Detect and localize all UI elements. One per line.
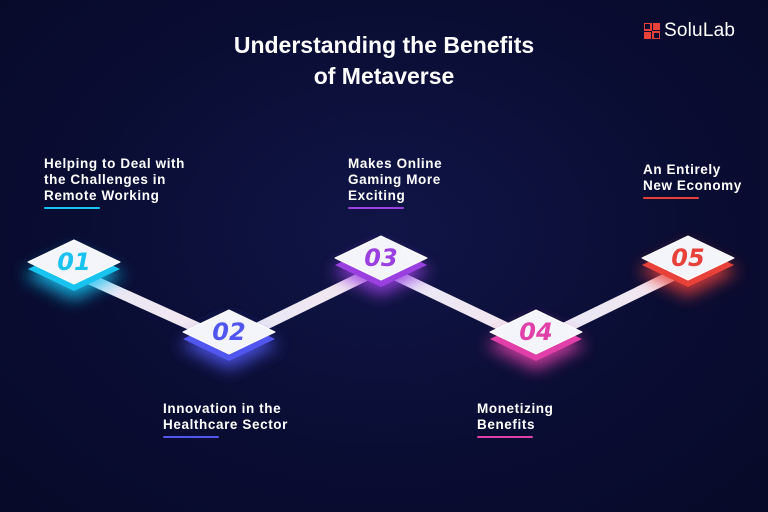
step-tiles: 01 02 03 04 05: [24, 235, 738, 370]
step-tile-04: 04: [486, 309, 586, 370]
step-label-line: Remote Working: [44, 188, 160, 203]
step-label-line: New Economy: [643, 178, 742, 193]
step-label-line: Monetizing: [477, 401, 554, 416]
tile-top: [641, 235, 735, 281]
step-number-04: 04: [519, 318, 552, 346]
page-title: Understanding the Benefits of Metaverse: [0, 30, 768, 92]
step-tile-03: 03: [331, 235, 431, 296]
step-label-line: the Challenges in: [44, 172, 166, 187]
step-label-underline: [477, 436, 533, 438]
step-label-underline: [643, 197, 699, 199]
step-number-02: 02: [212, 318, 245, 346]
step-tile-05: 05: [638, 235, 738, 296]
logo-text: SoluLab: [664, 20, 736, 41]
solulab-logo: SoluLab: [644, 19, 735, 43]
tile-top: [182, 309, 276, 355]
title-line-1: Understanding the Benefits: [233, 32, 535, 58]
step-label-underline: [163, 436, 219, 438]
step-label-underline: [44, 207, 100, 209]
solulab-logo-mark-icon: [644, 23, 660, 39]
step-label-line: Helping to Deal with: [44, 156, 186, 171]
step-label-line: Healthcare Sector: [163, 417, 289, 432]
step-tile-02: 02: [179, 309, 279, 370]
step-number-03: 03: [364, 244, 397, 272]
step-label-line: Gaming More: [348, 172, 441, 187]
step-label-line: Innovation in the: [163, 401, 282, 416]
title-line-2: of Metaverse: [313, 63, 455, 89]
tile-top: [27, 239, 121, 285]
step-number-05: 05: [671, 244, 704, 272]
step-label-underline: [348, 207, 404, 209]
step-label-line: Benefits: [477, 417, 536, 432]
step-number-01: 01: [57, 248, 90, 276]
step-label-line: Makes Online: [348, 156, 443, 171]
step-label-line: An Entirely: [643, 162, 721, 177]
step-tile-01: 01: [24, 239, 124, 300]
tile-top: [489, 309, 583, 355]
tile-top: [334, 235, 428, 281]
step-label-line: Exciting: [348, 188, 406, 203]
